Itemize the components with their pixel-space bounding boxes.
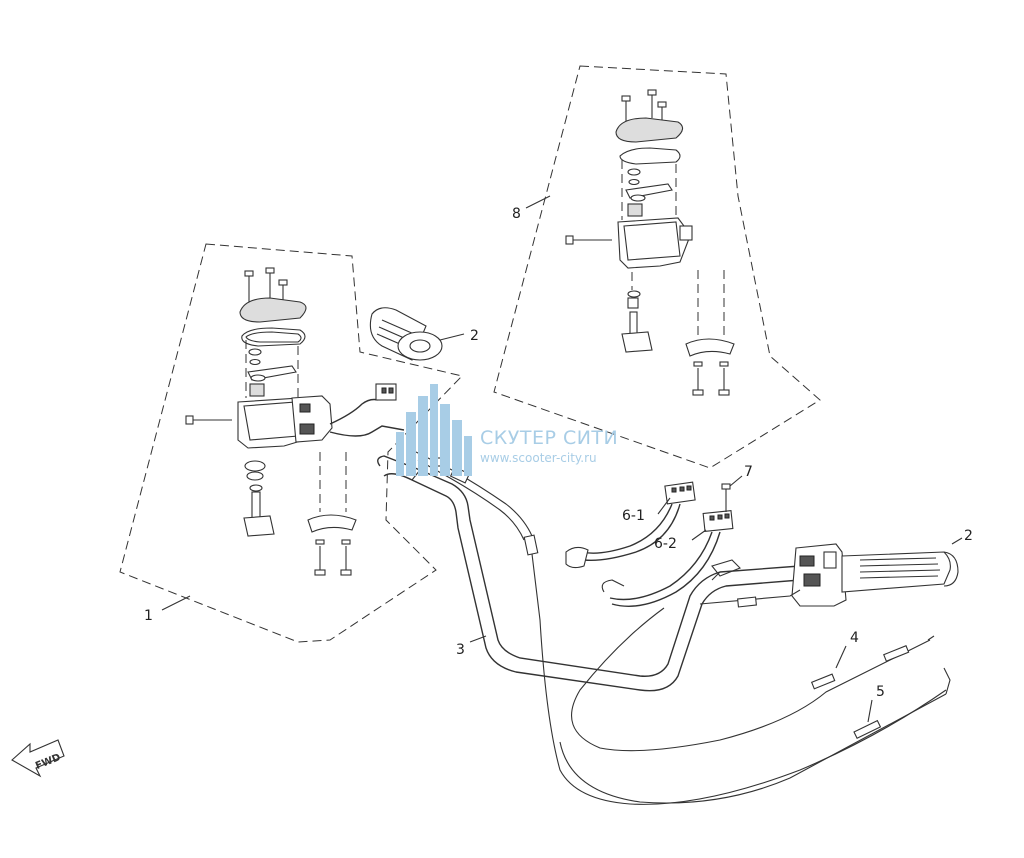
connector-6-1 [664,481,696,505]
spring [249,383,265,397]
callout-2-left-grip: 2 [470,328,479,344]
right-switch-and-grip [711,543,959,607]
top-screws [244,267,288,306]
leader-lines [161,195,963,723]
callout-5: 5 [876,684,885,700]
callout-4: 4 [850,630,859,646]
callout-2-right-grip: 2 [964,528,973,544]
callout-6-2: 6-2 [654,536,677,552]
city-skyline-icon [396,384,472,476]
switch-housing-right [617,217,691,269]
handlebar [377,455,801,692]
callout-1: 1 [144,608,153,624]
watermark: СКУТЕР СИТИ www.scooter-city.ru [396,384,618,476]
watermark-title: СКУТЕР СИТИ [480,427,618,449]
left-grip [369,307,443,361]
switch-wire [329,398,379,425]
switch-cover-plate-right [615,117,684,143]
left-assembly-boundary [119,243,463,643]
control-cable [415,451,947,805]
gasket [241,327,306,347]
clamp-half [307,514,357,533]
callout-6-1: 6-1 [622,508,645,524]
watermark-url: www.scooter-city.ru [480,451,597,465]
left-switch-assembly [119,243,463,643]
right-assembly-boundary [493,65,821,469]
wire-harness [565,481,734,607]
callout-7: 7 [744,464,753,480]
right-switch-assembly [493,65,821,469]
top-screws-right [621,89,667,126]
lever-block [291,395,333,443]
callout-8: 8 [512,206,521,222]
throttle-cables [559,589,951,804]
switch-cover-plate [239,297,307,323]
fwd-arrow-icon: FWD [11,739,65,778]
callout-numbers: 1 2 2 3 4 5 6-1 6-2 7 8 [144,206,973,700]
lower-clamp [243,515,275,537]
lower-clamp-right [621,331,653,353]
right-grip [841,551,951,593]
callout-3: 3 [456,642,465,658]
